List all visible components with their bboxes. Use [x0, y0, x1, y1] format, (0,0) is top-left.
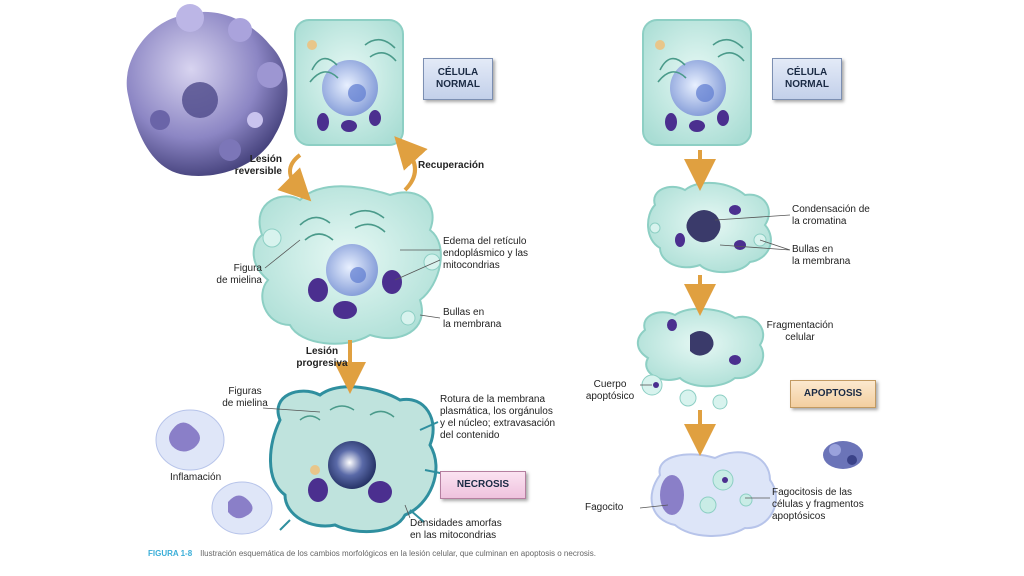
normal-cell-right	[642, 19, 752, 146]
label-necrosis: NECROSIS	[440, 471, 526, 499]
label-condensacion: Condensación de la cromatina	[792, 204, 870, 227]
label-normal-left: CÉLULA NORMAL	[423, 58, 493, 100]
label-edema: Edema del retículo endoplásmico y las mi…	[443, 236, 529, 271]
necrotic-cell	[269, 385, 446, 534]
label-rotura: Rotura de la membrana plasmática, los or…	[440, 394, 556, 441]
label-lesion-progresiva: Lesión progresiva	[296, 346, 348, 369]
label-fagocito: Fagocito	[585, 502, 624, 513]
small-micrograph	[823, 441, 863, 469]
label-bullas-right: Bullas en la membrana	[792, 244, 851, 267]
label-densidades: Densidades amorfas en las mitocondrias	[410, 518, 502, 541]
label-fragmentacion: Fragmentación celular	[766, 320, 834, 343]
normal-cell-left	[294, 19, 404, 146]
swollen-cell	[252, 185, 442, 345]
label-apoptosis: APOPTOSIS	[790, 380, 876, 408]
caption-text: Ilustración esquemática de los cambios m…	[200, 549, 596, 558]
label-recuperacion: Recuperación	[418, 160, 485, 171]
fragmenting-cell	[636, 307, 765, 410]
label-cuerpo-apoptosico: Cuerpo apoptósico	[585, 379, 635, 402]
leader-lines	[262, 214, 791, 519]
micrograph-image	[126, 4, 288, 176]
label-figura-mielina: Figura de mielina	[216, 263, 262, 286]
inflammatory-cells	[155, 409, 273, 535]
label-fagocitosis: Fagocitosis de las células y fragmentos …	[772, 487, 864, 522]
label-normal-right: CÉLULA NORMAL	[772, 58, 842, 100]
apoptotic-cell	[647, 181, 772, 274]
figure-caption: FIGURA 1-8 Ilustración esquemática de los…	[148, 549, 596, 558]
label-figuras-mielina: Figuras de mielina	[222, 386, 268, 409]
process-arrows	[277, 136, 716, 456]
label-lesion-reversible: Lesión reversible	[234, 154, 282, 177]
label-bullas-left: Bullas en la membrana	[443, 307, 502, 330]
label-inflamacion: Inflamación	[170, 472, 222, 483]
phagocyte-cell	[650, 451, 777, 537]
figure-number: FIGURA 1-8	[148, 549, 193, 558]
